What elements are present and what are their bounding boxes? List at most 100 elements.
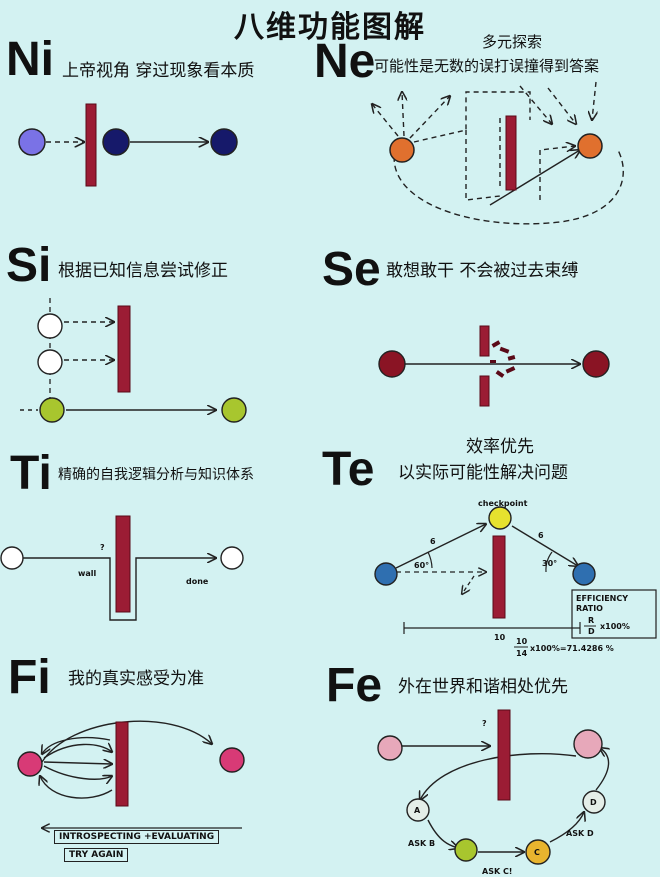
ne-solid-arrow [489,150,580,206]
te-frac-den: D [588,627,595,636]
si-wall [117,305,131,393]
ti-wall [115,515,131,613]
ne-start-node [389,137,415,163]
fi-loop-3 [43,765,112,779]
fi-end-node [219,747,245,773]
fe-node-c [525,839,551,865]
te-angle-30 [545,551,553,573]
fi-loop-1 [43,744,112,759]
te-angle-60 [427,551,433,569]
ne-end-node [577,133,603,159]
ne-code: Ne [314,35,376,88]
fi-loop-back-2 [42,737,111,754]
si-desc: 根据已知信息尝试修正 [58,261,228,281]
fi-code: Fi [8,651,51,704]
ne-wall [505,115,517,191]
se-wall-bottom [479,375,490,407]
ni-code: Ni [6,33,54,86]
page-title: 八维功能图解 [234,10,426,45]
fe-ask-c: ASK C! [482,867,512,876]
te-eff-line2: RATIO [576,604,603,613]
te-label-10: 10 [494,633,506,642]
ne-branch-10 [539,146,575,200]
ni-end-node [210,128,238,156]
te-note: 效率优先 [466,437,534,457]
ti-desc: 精确的自我逻辑分析与知识体系 [58,467,254,483]
ti-done-label: done [186,577,209,586]
ne-branch-2 [402,92,404,137]
ti-end-node [220,546,244,570]
fe-code: Fe [326,659,383,712]
se-code: Se [322,243,381,296]
ne-desc: 可能性是无数的误打误撞得到答案 [374,57,600,75]
ni-desc: 上帝视角 穿过现象看本质 [62,61,255,81]
fe-label-a: A [414,806,421,815]
fe-arrow-to-a [420,752,577,800]
ne-branch-5 [465,130,501,201]
si-diagram [20,298,247,423]
fi-start-node [17,751,43,777]
fe-arrow-to-end [595,748,609,791]
te-calc-num: 10 [516,637,528,646]
se-wall-debris [490,340,516,378]
ne-branch-3 [409,96,450,139]
ne-note: 多元探索 [482,33,543,51]
te-label-60: 60° [414,561,429,570]
fe-node-d [582,790,606,814]
se-desc: 敢想敢干 不会被过去束缚 [386,261,579,281]
si-code: Si [6,239,52,292]
fe-ask-d: ASK D [566,829,594,838]
ne-branch-8 [592,81,596,120]
si-start-node [39,397,65,423]
ne-loop-path [393,145,624,225]
fi-introspecting-box: INTROSPECTING +EVALUATING [54,830,220,844]
te-start-node [374,562,398,586]
fe-label-d: D [590,798,597,807]
te-frac-num: R [588,616,594,625]
fe-wall [497,709,511,801]
si-node-1 [37,313,63,339]
te-pct-label: x100% [600,622,630,631]
se-start-node [378,350,406,378]
ni-start-node [18,128,46,156]
ti-wall-label: wall [78,569,97,578]
ne-branch-7 [547,87,576,124]
te-diagram: checkpoint 6 6 60° 30° 10 EFFICIENCY RAT… [374,499,657,658]
te-label-6b: 6 [538,531,544,540]
fe-label-c: C [534,848,540,857]
te-calc-label: x100%=71.4286 % [530,644,614,653]
te-end-node [572,562,596,586]
se-wall-top [479,325,490,357]
ti-code: Ti [10,447,52,500]
ti-start-node [0,546,24,570]
te-label-6a: 6 [430,537,436,546]
ti-diagram: ? wall done [0,515,244,621]
si-node-2 [37,349,63,375]
te-code: Te [322,443,375,496]
fe-desc: 外在世界和谐相处优先 [398,677,568,697]
fe-question: ? [482,719,487,728]
fi-loop-2 [43,762,112,764]
se-diagram [378,325,610,407]
fe-arrow-to-d [549,812,584,843]
te-arrow-down [511,525,578,566]
te-desc: 以实际可能性解决问题 [398,463,568,483]
fe-start-node [377,735,403,761]
te-eff-line1: EFFICIENCY [576,594,628,603]
te-efficiency-box [571,589,657,639]
fe-ask-b: ASK B [408,839,435,848]
ni-wall [85,103,97,187]
te-wall [492,535,506,619]
fe-node-b [454,838,478,862]
ne-diagram [372,81,624,225]
fi-wall [115,721,129,807]
fe-node-a [406,798,430,822]
ne-branch-4 [413,91,531,143]
ni-diagram [18,103,238,187]
fi-diagram [40,720,212,799]
fi-try-again-box: TRY AGAIN [64,848,129,862]
ne-branch-6 [519,85,552,124]
fi-desc: 我的真实感受为准 [68,669,204,689]
te-arrow-up [395,524,486,569]
ni-middle-node [102,128,130,156]
